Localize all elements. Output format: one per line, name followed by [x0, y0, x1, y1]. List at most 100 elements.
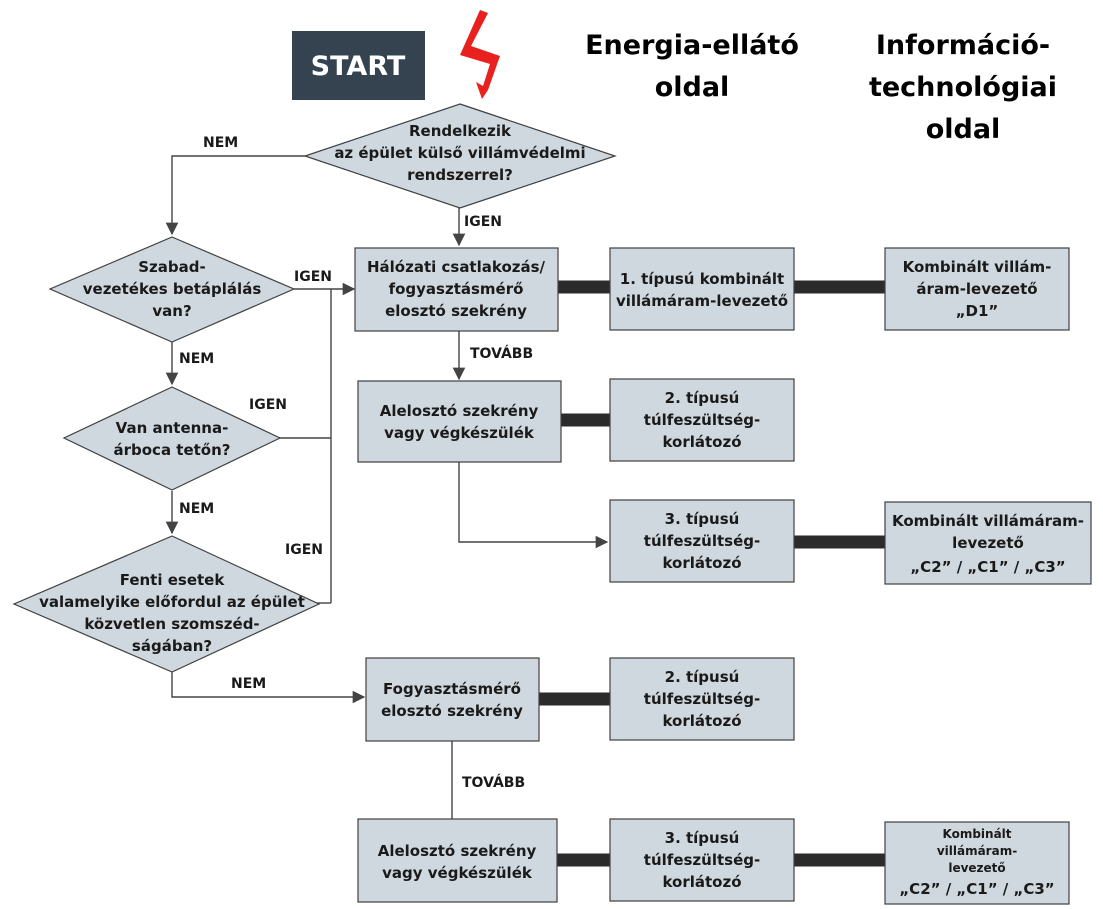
decision-text: valamelyike előfordul az épület: [39, 593, 305, 611]
box-text: elosztó szekrény: [385, 302, 527, 320]
process-box: [357, 380, 562, 463]
edge-label-no: NEM: [179, 501, 214, 517]
box-text: túlfeszültség-: [644, 851, 760, 869]
decision-text: vezetékes betáplálás: [83, 280, 262, 298]
process-box: [609, 378, 795, 462]
box-grid-connection: Hálózati csatlakozás/ fogyasztásmérő elo…: [354, 247, 559, 332]
decision-neighborhood: Fenti esetek valamelyike előfordul az ép…: [12, 535, 321, 673]
box-it-c-2: Kombinált villámáram- levezető „C2” / „C…: [884, 821, 1070, 905]
process-box: [884, 501, 1092, 585]
box-text: levezető: [952, 534, 1024, 552]
box-text: Alelosztó szekrény: [378, 842, 537, 860]
decision-overhead-feed: Szabad- vezetékes betáplálás van?: [48, 236, 296, 343]
box-text: Fogyasztásmérő: [383, 680, 521, 698]
box-text: 2. típusú: [665, 389, 740, 407]
decision-text: árboca tetőn?: [114, 441, 231, 459]
box-text: korlátozó: [662, 433, 741, 451]
it-side-header-line-3: oldal: [926, 114, 1001, 145]
box-text: korlátozó: [662, 873, 741, 891]
process-box: [365, 657, 540, 742]
flow-subdist-to-type3: [458, 462, 609, 549]
decision-text: Rendelkezik: [409, 122, 512, 140]
process-box: [354, 247, 559, 332]
box-type1-combined: 1. típusú kombinált villámáram-levezető: [609, 247, 795, 331]
box-text: Kombinált villám-: [903, 258, 1052, 276]
decision-text: közvetlen szomszéd-: [84, 615, 259, 633]
box-it-d1: Kombinált villám- áram-levezető „D1”: [884, 247, 1070, 331]
box-text: korlátozó: [662, 554, 741, 572]
process-box: [609, 657, 795, 741]
it-side-header-line-1: Információ-: [876, 30, 1050, 61]
it-side-header-line-2: technológiai: [869, 72, 1057, 103]
box-text: fogyasztásmérő: [389, 280, 524, 298]
flow-no-to-overhead: [165, 155, 305, 236]
edge-label-no: NEM: [203, 135, 238, 151]
box-text: korlátozó: [662, 712, 741, 730]
box-text: vagy végkészülék: [384, 424, 535, 442]
box-text: 3. típusú: [665, 510, 740, 528]
start-box: [292, 31, 425, 100]
process-box: [884, 821, 1070, 905]
decision-text: az épület külső villámvédelmi: [334, 144, 585, 162]
process-box: [357, 818, 558, 903]
box-text: elosztó szekrény: [381, 702, 523, 720]
box-text: villámáram-: [937, 844, 1017, 858]
decision-diamond: [48, 236, 296, 343]
decision-diamond: [12, 535, 321, 673]
process-box: [609, 818, 795, 902]
box-text: levezető: [948, 861, 1005, 875]
edge-label-yes: IGEN: [294, 269, 332, 285]
decision-diamond: [62, 386, 282, 491]
edge-label-next: TOVÁBB: [470, 345, 533, 362]
decision-text: ságában?: [132, 637, 212, 655]
edge-label-yes: IGEN: [285, 542, 323, 558]
box-sub-distribution-2: Alelosztó szekrény vagy végkészülék: [357, 818, 558, 903]
box-text: „C2” / „C1” / „C3”: [910, 558, 1065, 576]
box-text: „C2” / „C1” / „C3”: [899, 880, 1054, 898]
decision-text: Szabad-: [138, 258, 205, 276]
energy-side-header-line-2: oldal: [655, 72, 730, 103]
box-text: 2. típusú: [665, 668, 740, 686]
process-box: [609, 499, 795, 583]
box-meter-cabinet: Fogyasztásmérő elosztó szekrény: [365, 657, 540, 742]
start-block: START: [292, 31, 425, 100]
decision-text: Van antenna-: [116, 419, 229, 437]
edge-labels: NEM IGEN IGEN NEM IGEN NEM IGEN NEM TOVÁ…: [179, 135, 533, 791]
flow-lines: [165, 155, 609, 832]
flow-neighborhood-no: [171, 671, 366, 704]
equipment-connectors: [538, 280, 887, 867]
decision-text: Fenti esetek: [120, 571, 226, 589]
edge-label-no: NEM: [231, 676, 266, 692]
box-text: 3. típusú: [665, 829, 740, 847]
decision-external-lightning: Rendelkezik az épület külső villámvédelm…: [303, 103, 617, 209]
box-text: Kombinált: [942, 827, 1011, 841]
edge-label-no: NEM: [179, 351, 214, 367]
start-label: START: [311, 51, 406, 82]
edge-label-yes: IGEN: [249, 397, 287, 413]
box-text: villámáram-levezető: [616, 292, 788, 310]
box-text: Alelosztó szekrény: [380, 402, 539, 420]
energy-side-header-line-1: Energia-ellátó: [585, 30, 799, 61]
decision-text: van?: [152, 302, 191, 320]
box-text: túlfeszültség-: [644, 411, 760, 429]
decision-antenna-mast: Van antenna- árboca tetőn?: [62, 386, 282, 491]
process-box: [609, 247, 795, 331]
box-type3-spd-2: 3. típusú túlfeszültség- korlátozó: [609, 818, 795, 902]
process-box: [884, 247, 1070, 331]
box-type2-spd-1: 2. típusú túlfeszültség- korlátozó: [609, 378, 795, 462]
box-text: „D1”: [956, 302, 999, 320]
box-text: 1. típusú kombinált: [620, 270, 784, 288]
lightning-bolt-icon: [460, 10, 500, 99]
decision-diamond: [303, 103, 617, 209]
edge-label-yes: IGEN: [464, 214, 502, 230]
box-text: Hálózati csatlakozás/: [367, 258, 546, 276]
box-type2-spd-2: 2. típusú túlfeszültség- korlátozó: [609, 657, 795, 741]
box-sub-distribution-1: Alelosztó szekrény vagy végkészülék: [357, 380, 562, 463]
decision-text: rendszerrel?: [407, 166, 513, 184]
box-text: Kombinált villámáram-: [892, 512, 1084, 530]
box-text: túlfeszültség-: [644, 532, 760, 550]
box-text: áram-levezető: [916, 280, 1037, 298]
box-text: túlfeszültség-: [644, 690, 760, 708]
box-it-c-1: Kombinált villámáram- levezető „C2” / „C…: [884, 501, 1092, 585]
